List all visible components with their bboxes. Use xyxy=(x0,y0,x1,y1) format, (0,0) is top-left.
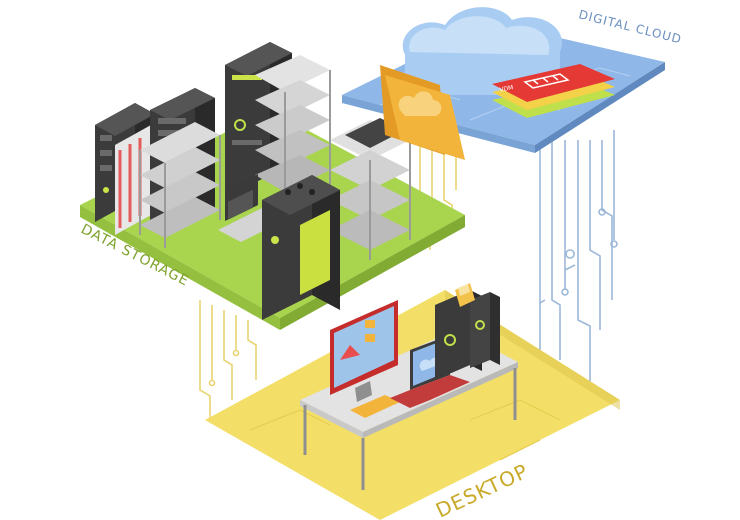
keyboard-icon xyxy=(350,395,400,418)
cloud-platform-right-side xyxy=(535,62,665,153)
storage-platform-left-side xyxy=(80,205,280,330)
server-icon xyxy=(100,135,112,171)
shelf-rack-top xyxy=(255,55,331,200)
film-card-icon: VDM xyxy=(492,64,615,118)
pc-tower-right xyxy=(470,292,500,368)
server-front-large xyxy=(262,175,340,320)
folder-icon xyxy=(380,65,465,160)
shelf-rack-left xyxy=(139,122,221,248)
lamp-icon xyxy=(455,283,475,307)
cloud-icon xyxy=(402,7,562,95)
monitor-icon xyxy=(330,300,398,402)
wires-storage-to-desktop xyxy=(199,300,257,420)
card-brand-label: VDM xyxy=(499,84,514,94)
digital-cloud-label: DIGITAL CLOUD xyxy=(577,7,683,46)
